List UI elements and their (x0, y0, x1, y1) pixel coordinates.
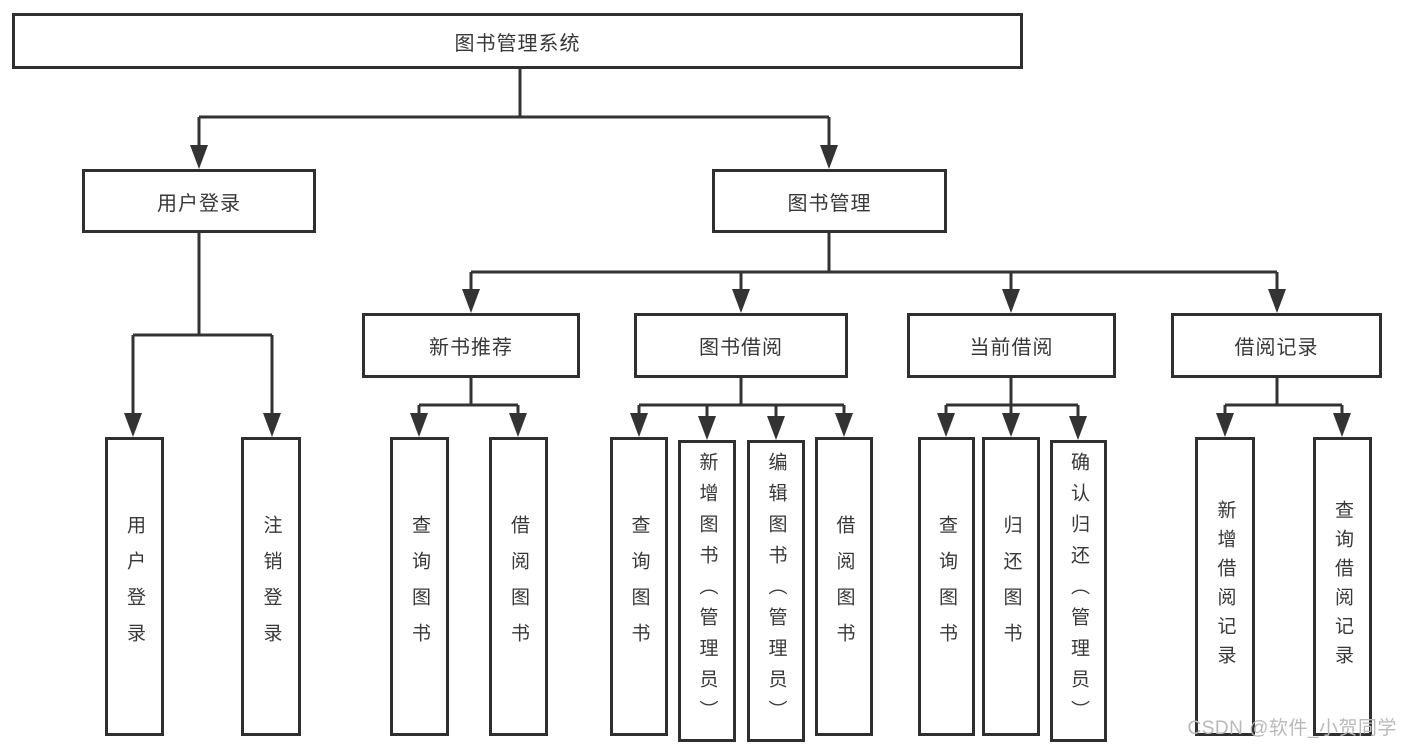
node-new-book-recommend: 新书推荐 (362, 313, 580, 378)
leaf-logout: 注销登录 (241, 437, 301, 736)
node-book-borrow-label: 图书借阅 (699, 337, 783, 359)
leaf-add-borrow-record: 新增借阅记录 (1195, 437, 1255, 736)
node-root-label: 图书管理系统 (454, 32, 581, 55)
leaf-borrow-book-1-label: 借阅图书 (508, 514, 529, 659)
leaf-query-book-2: 查询图书 (610, 437, 668, 736)
node-user-login-label: 用户登录 (157, 192, 241, 215)
leaf-return-book-label: 归还图书 (1000, 514, 1022, 659)
leaf-user-login: 用户登录 (105, 437, 164, 736)
leaf-query-book-1: 查询图书 (390, 437, 449, 736)
node-current-borrow-label: 当前借阅 (969, 337, 1054, 359)
leaf-user-login-label: 用户登录 (124, 514, 145, 659)
node-book-management: 图书管理 (712, 169, 947, 233)
leaf-query-borrow-record: 查询借阅记录 (1313, 437, 1372, 736)
connector-user-login (124, 233, 281, 437)
node-root: 图书管理系统 (12, 13, 1023, 69)
leaf-borrow-book-2: 借阅图书 (815, 437, 873, 736)
csdn-watermark: CSDN @软件_小贺同学 (1187, 718, 1397, 739)
leaf-add-borrow-record-label: 新增借阅记录 (1214, 499, 1236, 674)
connector-book-borrow (630, 378, 853, 440)
leaf-query-book-3: 查询图书 (918, 437, 975, 736)
leaf-query-book-2-label: 查询图书 (628, 514, 650, 659)
leaf-borrow-book-2-label: 借阅图书 (833, 514, 855, 659)
node-borrow-records: 借阅记录 (1171, 313, 1382, 378)
node-borrow-records-label: 借阅记录 (1234, 337, 1319, 359)
connector-current-borrow (937, 378, 1087, 440)
leaf-query-book-1-label: 查询图书 (409, 514, 430, 659)
node-user-login: 用户登录 (82, 169, 316, 233)
leaf-return-book: 归还图书 (982, 437, 1040, 736)
leaf-query-book-3-label: 查询图书 (936, 514, 957, 659)
node-book-borrow: 图书借阅 (634, 313, 848, 378)
leaf-logout-label: 注销登录 (260, 514, 282, 659)
node-new-book-recommend-label: 新书推荐 (429, 337, 513, 359)
node-current-borrow: 当前借阅 (907, 313, 1116, 378)
leaf-add-book-admin: 新增图书（管理员） (678, 440, 736, 742)
leaf-add-book-admin-label: 新增图书（管理员） (696, 451, 718, 731)
connector-new-book-recommend (410, 378, 527, 437)
leaf-confirm-return-admin-label: 确认归还（管理员） (1068, 451, 1089, 731)
node-book-management-label: 图书管理 (787, 192, 872, 215)
connector-root (190, 67, 838, 169)
connector-borrow-records (1216, 378, 1351, 437)
leaf-edit-book-admin-label: 编辑图书（管理员） (765, 451, 787, 731)
leaf-edit-book-admin: 编辑图书（管理员） (747, 440, 805, 742)
leaf-confirm-return-admin: 确认归还（管理员） (1050, 440, 1107, 742)
leaf-query-borrow-record-label: 查询借阅记录 (1332, 499, 1353, 674)
connector-book-management (462, 233, 1286, 313)
leaf-borrow-book-1: 借阅图书 (489, 437, 548, 736)
